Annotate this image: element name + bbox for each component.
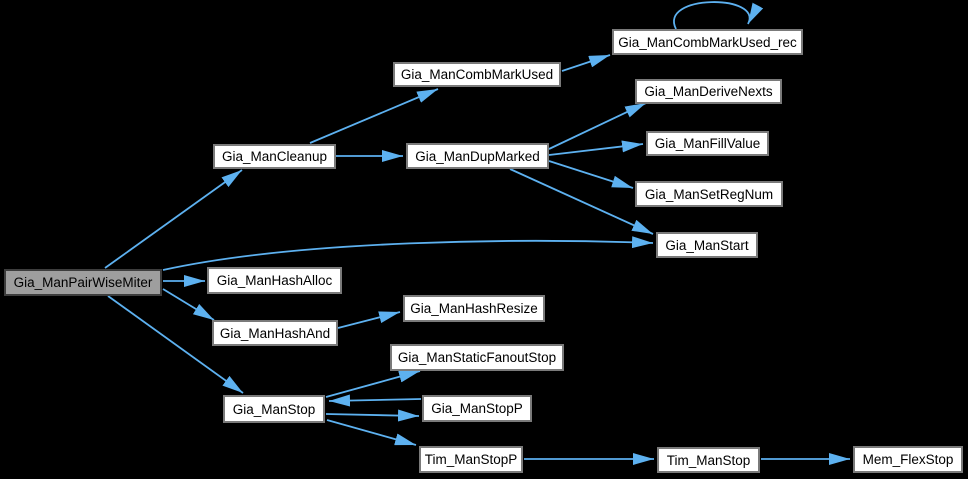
edge-stopp-to-stop [328, 394, 422, 407]
edge-stop-to-timstopp [326, 419, 417, 446]
node-Gia_ManCombMarkUsed_rec[interactable]: Gia_ManCombMarkUsed_rec [612, 29, 803, 55]
node-Gia_ManHashAlloc[interactable]: Gia_ManHashAlloc [207, 267, 342, 294]
edge-pairwise-to-cleanup [104, 169, 243, 269]
node-Gia_ManFillValue[interactable]: Gia_ManFillValue [646, 131, 769, 156]
node-Gia_ManDeriveNexts[interactable]: Gia_ManDeriveNexts [635, 79, 782, 104]
edge-pairwise-to-hashand [162, 288, 215, 321]
node-Gia_ManSetRegNum[interactable]: Gia_ManSetRegNum [635, 181, 783, 207]
node-Gia_ManStaticFanoutStop[interactable]: Gia_ManStaticFanoutStop [390, 344, 564, 371]
edge-dupmarked-to-derivenexts [548, 102, 647, 150]
edge-pairwise-to-start [162, 236, 654, 271]
node-Gia_ManDupMarked[interactable]: Gia_ManDupMarked [406, 143, 549, 169]
node-Gia_ManCleanup[interactable]: Gia_ManCleanup [213, 144, 336, 169]
node-Gia_ManStopP[interactable]: Gia_ManStopP [422, 395, 532, 422]
node-Gia_ManPairWiseMiter[interactable]: Gia_ManPairWiseMiter [4, 269, 162, 296]
node-Gia_ManStart[interactable]: Gia_ManStart [656, 232, 758, 258]
node-Gia_ManHashResize[interactable]: Gia_ManHashResize [403, 295, 545, 322]
edge-dupmarked-to-setregnum [548, 160, 634, 189]
node-Gia_ManStop[interactable]: Gia_ManStop [223, 395, 325, 423]
node-Mem_FlexStop[interactable]: Mem_FlexStop [853, 446, 963, 473]
node-Tim_ManStop[interactable]: Tim_ManStop [657, 447, 760, 473]
edge-dupmarked-to-start [509, 168, 654, 235]
edge-stop-to-staticfanoutstop [325, 370, 421, 398]
node-Gia_ManCombMarkUsed[interactable]: Gia_ManCombMarkUsed [393, 62, 561, 87]
edge-combmarkrec-to-combmarkrec [673, 1, 764, 30]
edge-hashand-to-hashresize [337, 311, 401, 329]
edge-pairwise-to-stop [107, 295, 244, 394]
node-Tim_ManStopP[interactable]: Tim_ManStopP [419, 446, 523, 473]
edge-group [104, 1, 850, 465]
node-Gia_ManHashAnd[interactable]: Gia_ManHashAnd [212, 320, 338, 346]
edge-cleanup-to-combmark [309, 88, 439, 144]
edge-combmark-to-combmarkrec [561, 54, 611, 72]
edge-dupmarked-to-fillvalue [548, 140, 644, 156]
edge-stop-to-stopp [325, 409, 420, 422]
